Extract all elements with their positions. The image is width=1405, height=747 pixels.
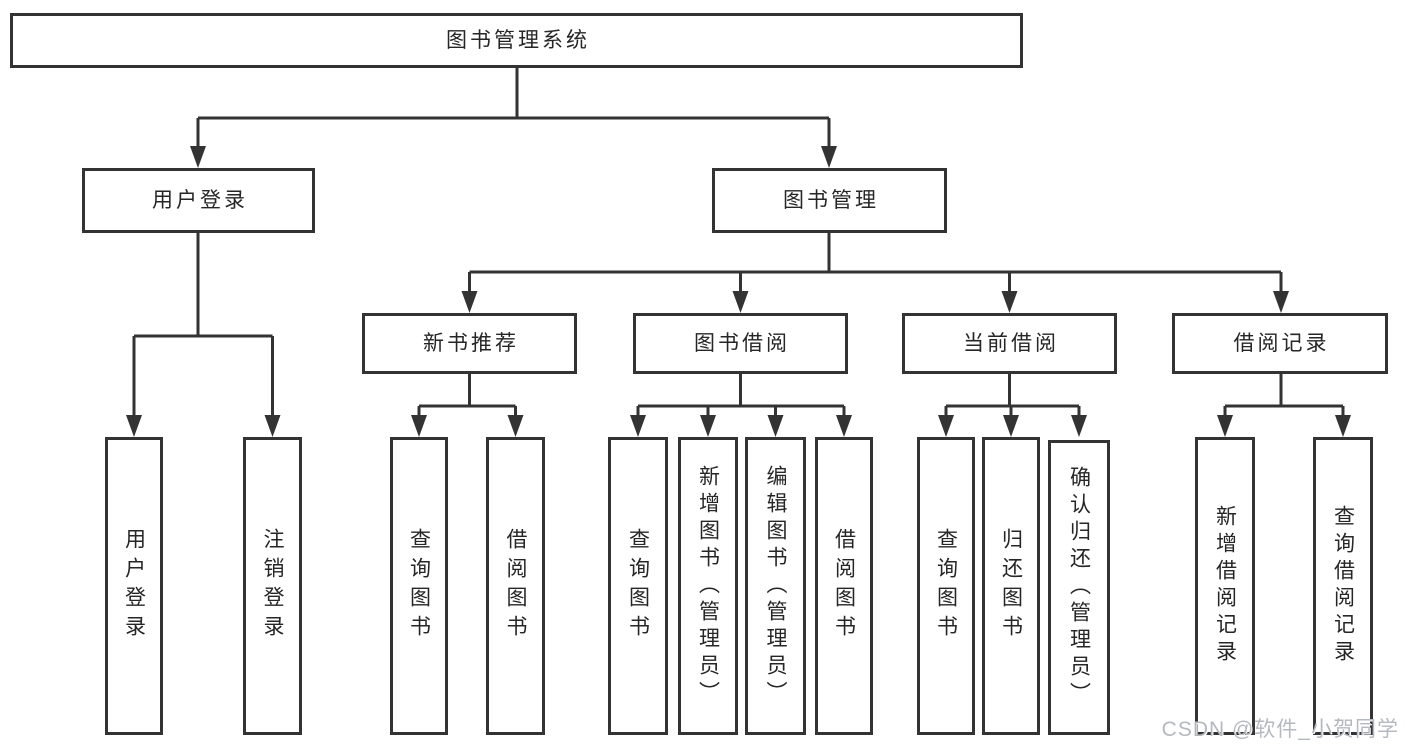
leaf-logout: 注销登录 (243, 437, 302, 735)
leaf-borrowing-query-books: 查询图书 (608, 437, 668, 735)
leaf-borrowing-edit-books-admin: 编辑图书（管理员） (745, 437, 806, 735)
leaf-borrowing-borrow-books: 借阅图书 (815, 437, 873, 735)
leaf-borrowing-add-books-admin: 新增图书（管理员） (678, 437, 738, 735)
node-user-login: 用户登录 (82, 168, 315, 233)
leaf-records-query-record: 查询借阅记录 (1313, 437, 1373, 735)
leaf-records-add-record: 新增借阅记录 (1195, 437, 1255, 735)
node-book-borrowing: 图书借阅 (633, 313, 848, 374)
node-library-management-system: 图书管理系统 (10, 13, 1023, 68)
leaf-user-login: 用户登录 (105, 437, 163, 735)
leaf-current-return-books: 归还图书 (982, 437, 1040, 735)
csdn-watermark: CSDN @软件_小贺同学 (1161, 718, 1399, 741)
node-borrowing-records: 借阅记录 (1172, 313, 1388, 374)
leaf-current-query-books: 查询图书 (917, 437, 975, 735)
node-current-borrowing: 当前借阅 (902, 313, 1117, 374)
leaf-newbooks-borrow-books: 借阅图书 (486, 437, 545, 735)
node-new-book-recommend: 新书推荐 (362, 313, 577, 374)
node-book-management: 图书管理 (712, 168, 947, 233)
leaf-newbooks-query-books: 查询图书 (390, 437, 448, 735)
leaf-current-confirm-return-admin: 确认归还（管理员） (1048, 440, 1110, 735)
